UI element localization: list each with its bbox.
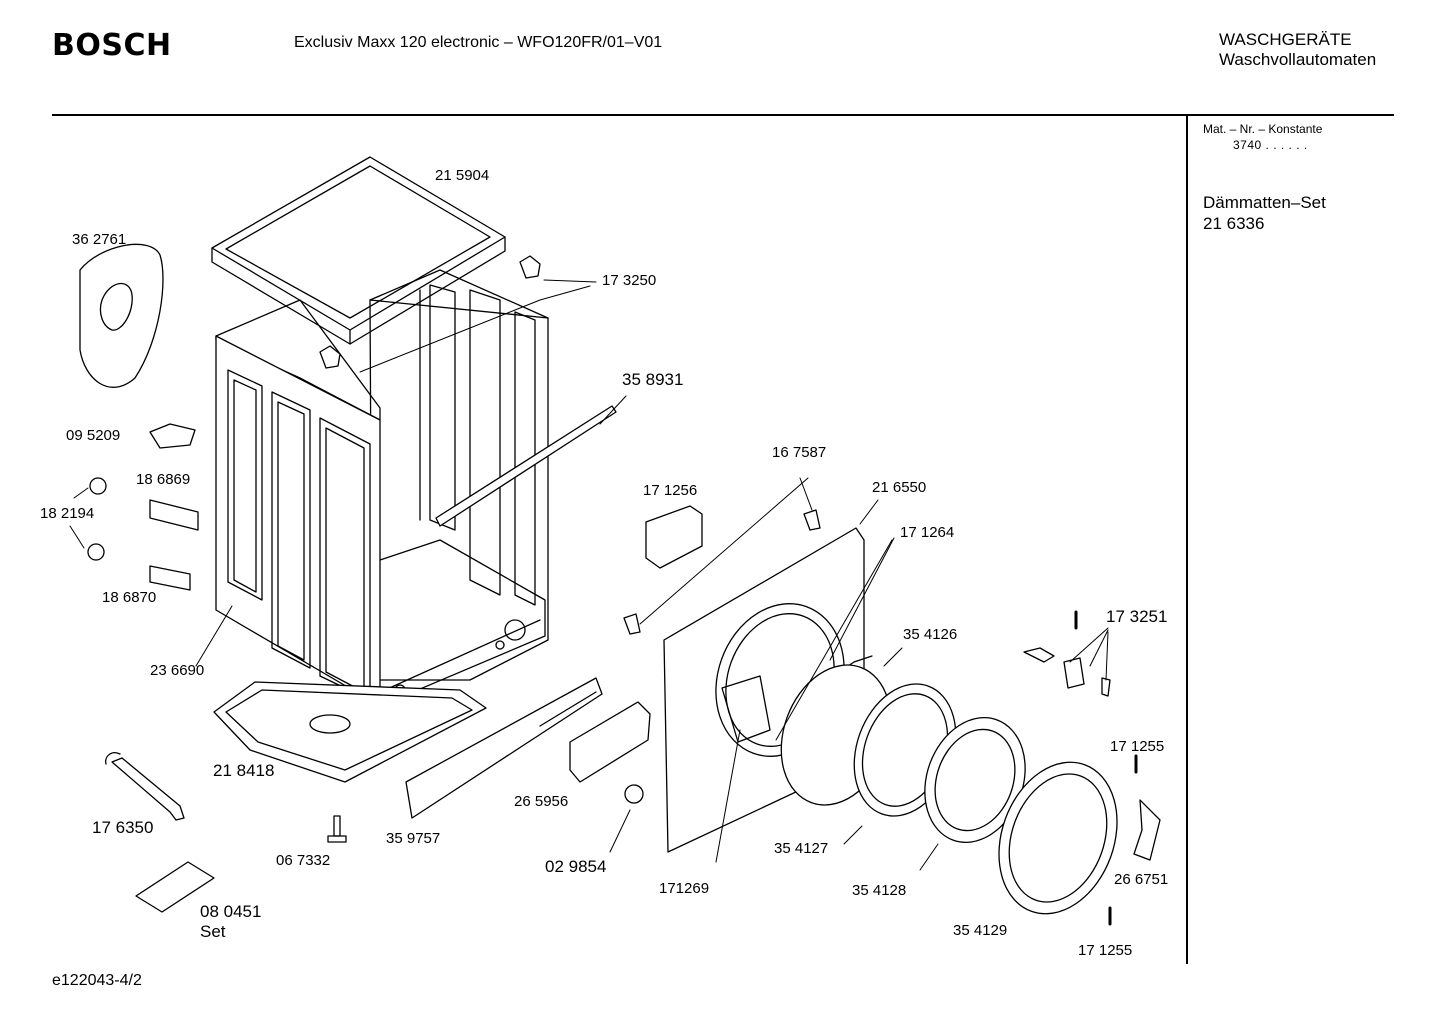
category-line-2: Waschvollautomaten <box>1219 50 1377 69</box>
door-outer-ring-part <box>998 761 1118 915</box>
insulation-set-number: 21 6336 <box>1203 214 1265 233</box>
door-hinge-part <box>1023 610 1111 697</box>
transport-lock-bracket <box>135 861 215 913</box>
label-362761: 36 2761 <box>72 231 126 248</box>
leader-lines <box>69 279 1109 871</box>
insulation-pad-part <box>79 243 164 388</box>
insulation-set: Dämmatten–Set 21 6336 <box>1203 192 1326 234</box>
label-182194: 18 2194 <box>40 505 94 522</box>
label-067332: 06 7332 <box>276 852 330 869</box>
label-359757: 35 9757 <box>386 830 440 847</box>
drawing-id: e122043-4/2 <box>52 972 142 989</box>
label-171269: 171269 <box>659 880 709 897</box>
shock-absorber-part <box>149 499 199 591</box>
material-constant-label: Mat. – Nr. – Konstante <box>1203 122 1323 136</box>
label-218418: 21 8418 <box>213 761 274 780</box>
label-173250: 17 3250 <box>602 272 656 289</box>
category-block: WASCHGERÄTE Waschvollautomaten <box>1219 30 1376 70</box>
base-plate-part <box>213 681 487 783</box>
door-glass-part <box>924 717 1026 843</box>
wrench-tool <box>105 752 185 821</box>
label-171255-upper: 17 1255 <box>1110 738 1164 755</box>
cabinet-part <box>215 269 549 707</box>
label-080451: 08 0451 <box>200 902 261 921</box>
control-panel-part <box>405 677 603 819</box>
hinge-clip-part <box>149 423 196 449</box>
header-divider <box>52 114 1394 116</box>
label-173251: 17 3251 <box>1106 607 1167 626</box>
label-236690: 23 6690 <box>150 662 204 679</box>
label-354129: 35 4129 <box>953 922 1007 939</box>
detergent-drawer-part <box>569 701 651 783</box>
foot-pin-part <box>87 477 107 561</box>
brand-logo: BOSCH <box>52 28 172 63</box>
part-labels: 21 5904 36 2761 17 3250 35 8931 09 5209 … <box>40 167 1168 959</box>
sidebar-divider <box>1186 116 1188 964</box>
label-354126: 35 4126 <box>903 626 957 643</box>
label-080451-set: Set <box>200 922 226 941</box>
label-216550: 21 6550 <box>872 479 926 496</box>
label-186869: 18 6869 <box>136 471 190 488</box>
label-029854: 02 9854 <box>545 857 606 876</box>
material-constant-value: 3740 . . . . . . <box>1233 138 1308 152</box>
label-266751: 26 6751 <box>1114 871 1168 888</box>
label-354127: 35 4127 <box>774 840 828 857</box>
label-176350: 17 6350 <box>92 818 153 837</box>
adjustable-foot-part <box>327 815 347 843</box>
insulation-set-name: Dämmatten–Set <box>1203 193 1326 212</box>
label-171256: 17 1256 <box>643 482 697 499</box>
label-171255-lower: 17 1255 <box>1078 942 1132 959</box>
label-215904: 21 5904 <box>435 167 489 184</box>
cross-strut-part <box>435 405 617 527</box>
label-171264: 17 1264 <box>900 524 954 541</box>
label-167587: 16 7587 <box>772 444 826 461</box>
label-358931: 35 8931 <box>622 370 683 389</box>
top-cover-part <box>211 156 506 345</box>
material-constant: Mat. – Nr. – Konstante 3740 . . . . . . <box>1203 121 1322 153</box>
knob-part <box>624 784 644 804</box>
cover-clip-part <box>623 509 821 635</box>
door-lock-part <box>645 505 703 569</box>
model-title: Exclusiv Maxx 120 electronic – WFO120FR/… <box>294 34 663 51</box>
label-265956: 26 5956 <box>514 793 568 810</box>
label-186870: 18 6870 <box>102 589 156 606</box>
exploded-view-diagram: 21 5904 36 2761 17 3250 35 8931 09 5209 … <box>40 156 1168 959</box>
label-095209: 09 5209 <box>66 427 120 444</box>
cable-clip-part <box>319 255 541 369</box>
category-line-1: WASCHGERÄTE <box>1219 30 1352 49</box>
label-354128: 35 4128 <box>852 882 906 899</box>
door-handle-part <box>1133 799 1161 861</box>
